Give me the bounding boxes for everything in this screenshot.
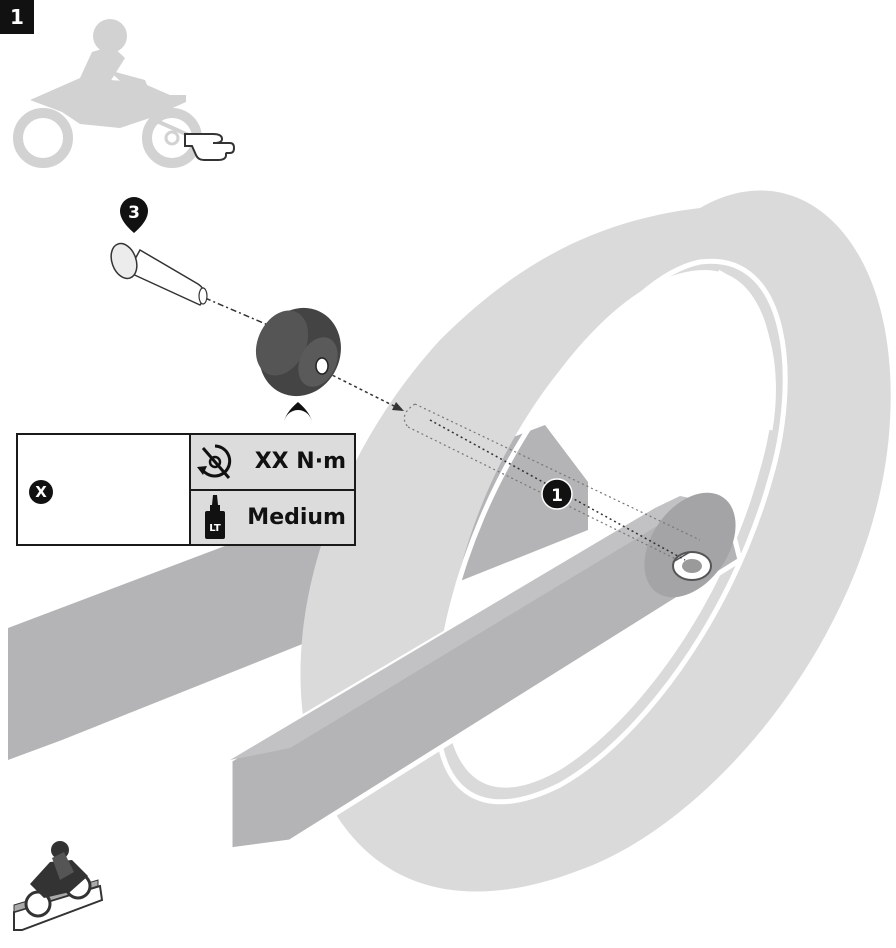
axle-stub [673, 552, 711, 580]
spec-table: X XX N·m LT Medi [16, 433, 356, 546]
spacer [245, 294, 356, 409]
step-number-badge: 1 [0, 0, 34, 34]
motorcycle-on-ramp-icon [14, 841, 102, 930]
tire [300, 190, 890, 891]
spec-id-cell: X [18, 435, 191, 544]
spec-rows: XX N·m LT Medium [191, 435, 354, 544]
threadlock-value: Medium [239, 505, 354, 530]
threadlocker-bottle-icon: LT [191, 491, 239, 545]
callout-bolt: 3 [120, 197, 148, 233]
svg-text:1: 1 [551, 486, 563, 506]
spec-id-badge: X [29, 480, 53, 504]
svg-text:3: 3 [128, 203, 140, 223]
bolt [107, 240, 207, 305]
motorcycle-wheel-pointer-icon [18, 19, 234, 163]
svg-text:LT: LT [209, 523, 221, 534]
torque-row: XX N·m [191, 435, 354, 489]
torque-value: XX N·m [239, 449, 354, 474]
callout-axle: 1 [542, 479, 572, 509]
threadlock-row: LT Medium [191, 489, 354, 545]
torque-wrench-icon [191, 435, 239, 489]
